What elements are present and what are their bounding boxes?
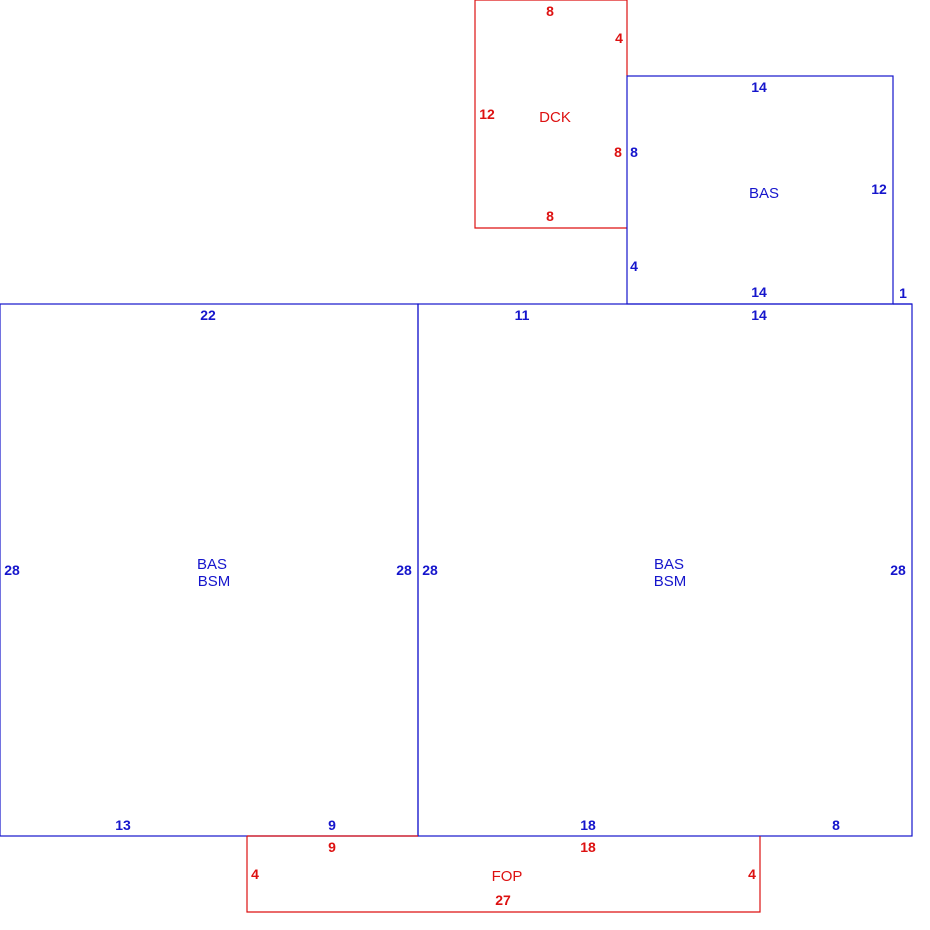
bas-top-left-lower-dimension: 4 bbox=[630, 258, 638, 274]
dck-area: DCK 8 4 12 8 8 bbox=[474, 0, 628, 229]
fop-bottom-dimension: 27 bbox=[495, 892, 511, 908]
dck-left-dimension: 12 bbox=[479, 106, 495, 122]
bas-right-area-code: BAS bbox=[654, 556, 684, 573]
dck-right-upper-dimension: 4 bbox=[615, 30, 623, 46]
left-bottom-dimension-b: 9 bbox=[328, 817, 336, 833]
bas-top-area: BAS 14 8 12 4 14 1 bbox=[626, 75, 912, 305]
dck-outline bbox=[474, 0, 628, 229]
bas-top-area-code: BAS bbox=[749, 185, 779, 202]
left-top-dimension: 22 bbox=[200, 307, 216, 323]
right-left-dimension: 28 bbox=[422, 562, 438, 578]
fop-top-dimension-b: 18 bbox=[580, 839, 596, 855]
fop-outline bbox=[246, 836, 761, 913]
right-top-dimension-a: 11 bbox=[515, 307, 530, 323]
bas-top-right-dimension: 12 bbox=[871, 181, 887, 197]
right-bottom-dimension-a: 18 bbox=[580, 817, 596, 833]
bas-right-area: BAS BSM 11 14 28 28 18 8 bbox=[417, 303, 913, 837]
fop-left-dimension: 4 bbox=[251, 866, 259, 882]
fop-top-dimension-a: 9 bbox=[328, 839, 336, 855]
bas-top-top-dimension: 14 bbox=[751, 79, 767, 95]
left-right-dimension: 28 bbox=[396, 562, 412, 578]
left-bottom-dimension-a: 13 bbox=[115, 817, 131, 833]
bas-top-jog-dimension: 1 bbox=[899, 285, 907, 301]
fop-area: FOP 9 18 4 4 27 bbox=[246, 835, 761, 913]
right-right-dimension: 28 bbox=[890, 562, 906, 578]
bas-top-bottom-dimension: 14 bbox=[751, 284, 767, 300]
bas-left-area-code: BAS bbox=[197, 556, 227, 573]
dck-bottom-dimension: 8 bbox=[546, 208, 554, 224]
left-left-dimension: 28 bbox=[4, 562, 20, 578]
bas-right-outline bbox=[417, 303, 913, 837]
bas-left-area: BAS BSM 22 28 28 13 9 bbox=[0, 303, 419, 837]
bas-right-area-code-2: BSM bbox=[654, 573, 687, 590]
dck-top-dimension: 8 bbox=[546, 3, 554, 19]
bas-top-left-dimension: 8 bbox=[630, 144, 638, 160]
right-bottom-dimension-b: 8 bbox=[832, 817, 840, 833]
bas-left-area-code-2: BSM bbox=[198, 573, 231, 590]
fop-area-code: FOP bbox=[492, 868, 523, 885]
right-top-dimension-b: 14 bbox=[751, 307, 767, 323]
fop-right-dimension: 4 bbox=[748, 866, 756, 882]
dck-area-code: DCK bbox=[539, 109, 571, 126]
dck-right-dimension: 8 bbox=[614, 144, 622, 160]
